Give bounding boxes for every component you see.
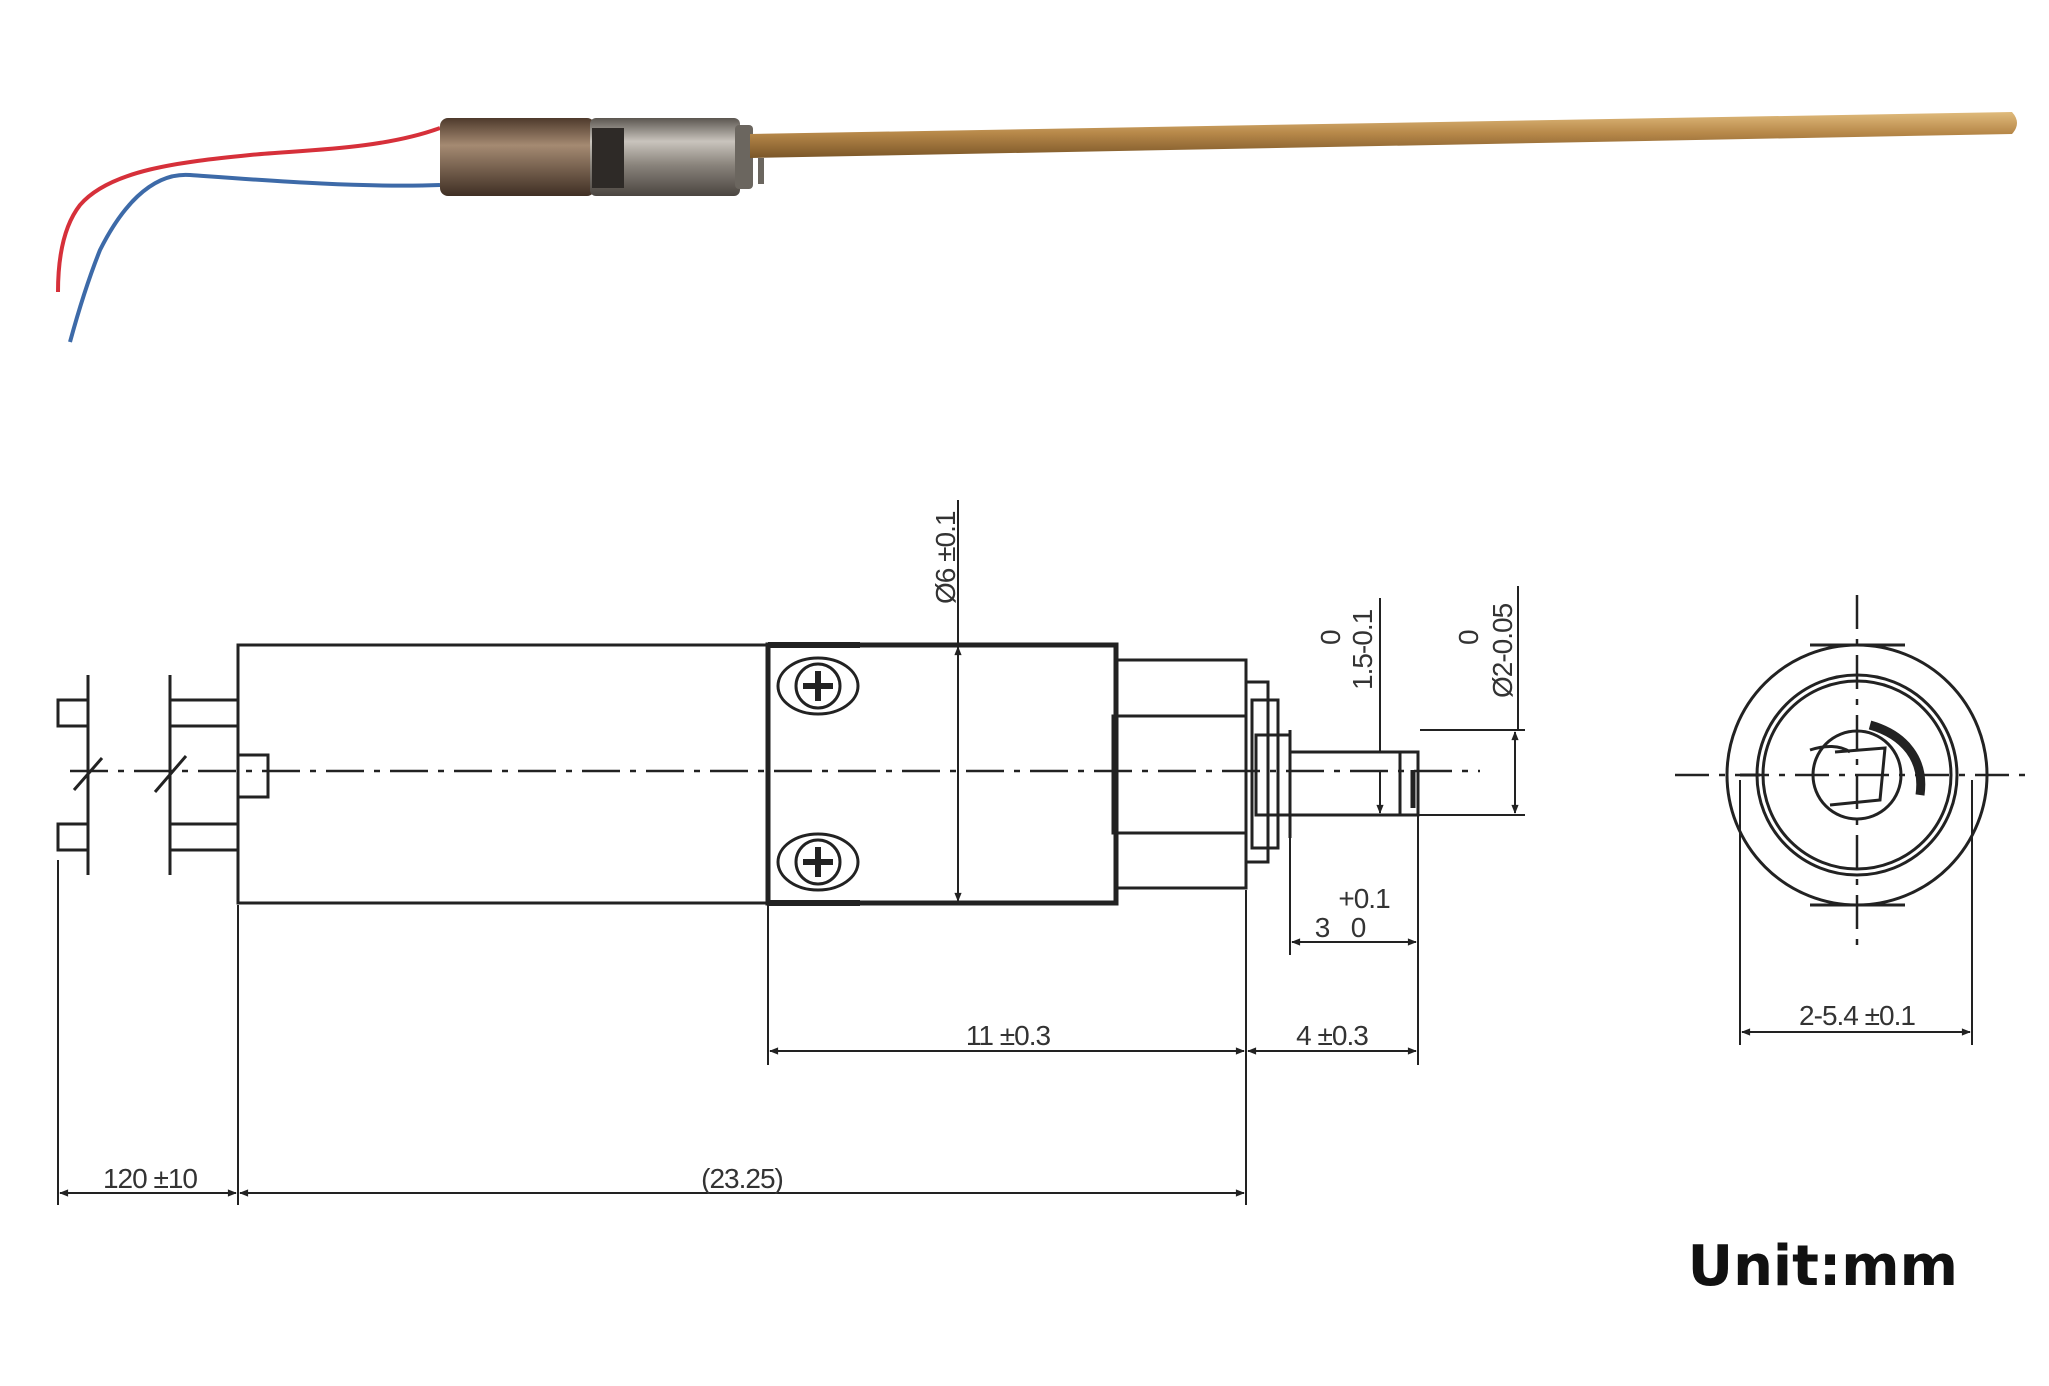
gearbox-nose <box>735 125 753 189</box>
shaft-clip <box>758 158 764 184</box>
unit-label: Unit:mm <box>1688 1234 1958 1299</box>
break-mark-right <box>153 755 188 793</box>
label-shaft-diameter-tol-upper: 0 <box>1453 630 1484 645</box>
label-gearbox-length: 11 ±0.3 <box>966 1020 1051 1051</box>
screw-top <box>776 656 860 716</box>
label-flat-length-tol-upper: +0.1 <box>1338 883 1390 914</box>
motor-body-outline <box>236 643 770 905</box>
gearbox-band <box>592 128 624 188</box>
motor-can <box>440 118 595 196</box>
gearbox-outline <box>765 642 1119 906</box>
label-body-length: (23.25) <box>701 1163 783 1194</box>
gearbox-housing <box>590 118 740 196</box>
label-flat-depth: 1.5-0.1 <box>1347 609 1378 690</box>
label-shaft-diameter: Ø2-0.05 <box>1487 603 1518 698</box>
blue-wire <box>68 172 441 343</box>
end-view-dimension <box>1739 780 1973 1045</box>
label-shaft-length: 4 ±0.3 <box>1296 1020 1368 1051</box>
break-mark-left <box>72 757 104 791</box>
label-flat-length: 3 <box>1315 912 1330 943</box>
screw-bottom <box>776 832 860 892</box>
dimension-lines <box>57 500 1525 1205</box>
side-view <box>56 642 1420 906</box>
red-wire <box>56 126 441 293</box>
label-flat-depth-tol-upper: 0 <box>1315 630 1346 645</box>
label-flat-length-tol-lower: 0 <box>1351 912 1366 943</box>
motor-photo <box>56 112 2017 343</box>
label-mounting-holes: 2-5.4 ±0.1 <box>1799 1000 1915 1031</box>
label-body-diameter: Ø6 ±0.1 <box>930 511 961 604</box>
threaded-shaft <box>750 112 2017 158</box>
label-lead-length: 120 ±10 <box>103 1163 197 1194</box>
